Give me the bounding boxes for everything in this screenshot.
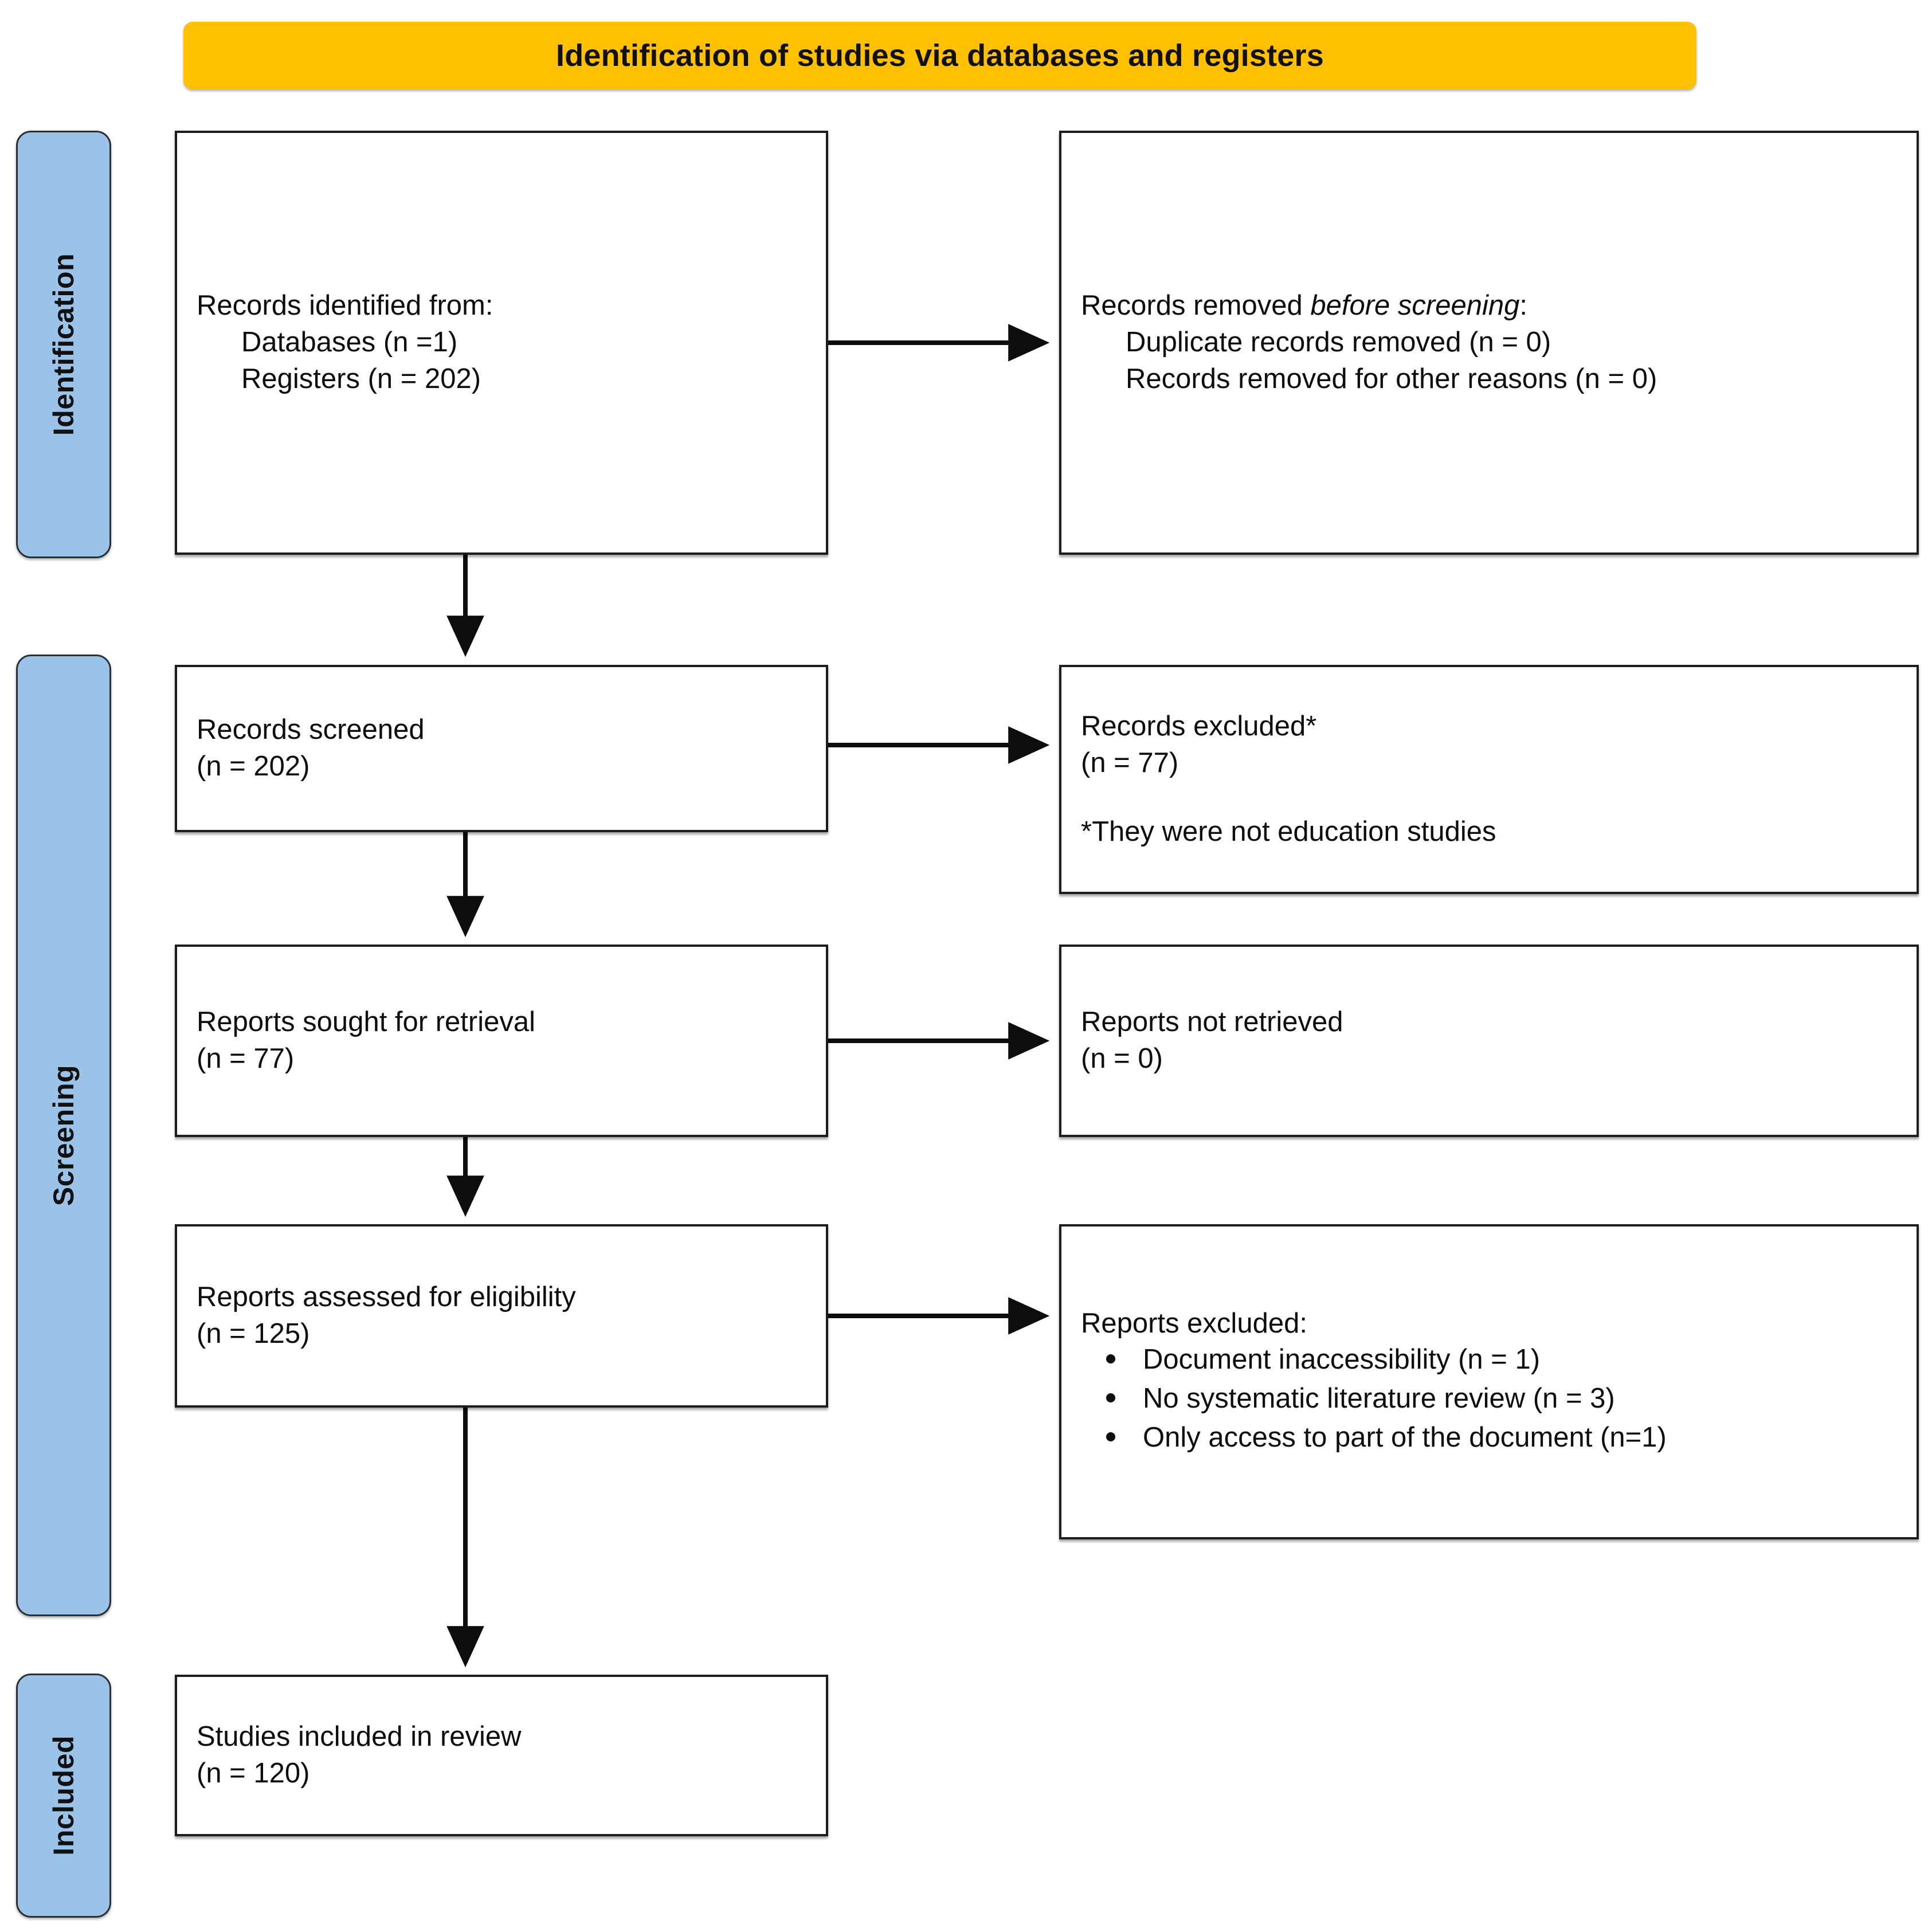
stage-label-identification-text: Identification <box>48 253 80 436</box>
records-excluded-spacer <box>1081 782 1897 814</box>
box-records-removed: Records removed before screening: Duplic… <box>1059 131 1919 555</box>
box-records-screened: Records screened (n = 202) <box>175 665 828 832</box>
diagram-header-banner: Identification of studies via databases … <box>183 22 1696 89</box>
records-removed-title-italic: before screening <box>1310 290 1520 322</box>
header-title: Identification of studies via databases … <box>556 38 1324 73</box>
list-item: Document inaccessibility (n = 1) <box>1106 1342 1897 1378</box>
reports-not-retrieved-title: Reports not retrieved <box>1081 1006 1343 1038</box>
reports-excluded-reason-list: Document inaccessibility (n = 1) No syst… <box>1081 1342 1897 1456</box>
records-removed-title-b: : <box>1519 290 1527 322</box>
box-reports-not-retrieved: Reports not retrieved (n = 0) <box>1059 945 1919 1137</box>
records-excluded-title: Records excluded* <box>1081 711 1317 742</box>
records-identified-registers: Registers (n = 202) <box>241 363 481 394</box>
reports-sought-title: Reports sought for retrieval <box>197 1006 535 1038</box>
stage-label-screening-text: Screening <box>48 1064 80 1206</box>
box-reports-sought: Reports sought for retrieval (n = 77) <box>175 945 828 1137</box>
reports-excluded-reason-2: No systematic literature review (n = 3) <box>1143 1383 1615 1414</box>
stage-label-identification: Identification <box>16 131 111 558</box>
records-identified-title: Records identified from: <box>197 290 493 322</box>
reports-excluded-reason-3: Only access to part of the document (n=1… <box>1143 1421 1667 1453</box>
box-records-identified: Records identified from: Databases (n =1… <box>175 131 828 555</box>
bullet-dot-icon <box>1106 1354 1115 1364</box>
records-excluded-note: *They were not education studies <box>1081 816 1496 847</box>
records-screened-title: Records screened <box>197 714 425 746</box>
reports-assessed-title: Reports assessed for eligibility <box>197 1282 576 1313</box>
records-removed-title-a: Records removed <box>1081 290 1311 322</box>
records-removed-title: Records removed before screening: <box>1081 288 1897 324</box>
box-records-excluded: Records excluded* (n = 77) *They were no… <box>1059 665 1919 894</box>
studies-included-count: (n = 120) <box>197 1758 310 1789</box>
records-removed-duplicates: Duplicate records removed (n = 0) <box>1126 327 1551 358</box>
list-item: No systematic literature review (n = 3) <box>1106 1381 1897 1417</box>
reports-excluded-title: Reports excluded: <box>1081 1307 1307 1339</box>
stage-label-included-text: Included <box>48 1735 80 1856</box>
reports-not-retrieved-count: (n = 0) <box>1081 1043 1163 1074</box>
records-identified-databases: Databases (n =1) <box>241 327 458 358</box>
reports-excluded-reason-1: Document inaccessibility (n = 1) <box>1143 1344 1541 1375</box>
box-reports-assessed: Reports assessed for eligibility (n = 12… <box>175 1224 828 1408</box>
records-excluded-count: (n = 77) <box>1081 747 1179 779</box>
records-screened-count: (n = 202) <box>197 751 310 782</box>
bullet-dot-icon <box>1106 1393 1115 1402</box>
reports-sought-count: (n = 77) <box>197 1043 295 1074</box>
list-item: Only access to part of the document (n=1… <box>1106 1420 1897 1456</box>
stage-label-screening: Screening <box>16 655 111 1616</box>
bullet-dot-icon <box>1106 1432 1115 1441</box>
records-removed-other: Records removed for other reasons (n = 0… <box>1126 363 1657 394</box>
stage-label-included: Included <box>16 1674 111 1918</box>
studies-included-title: Studies included in review <box>197 1721 522 1753</box>
box-reports-excluded: Reports excluded: Document inaccessibili… <box>1059 1224 1919 1539</box>
reports-assessed-count: (n = 125) <box>197 1318 310 1349</box>
box-studies-included: Studies included in review (n = 120) <box>175 1675 828 1836</box>
